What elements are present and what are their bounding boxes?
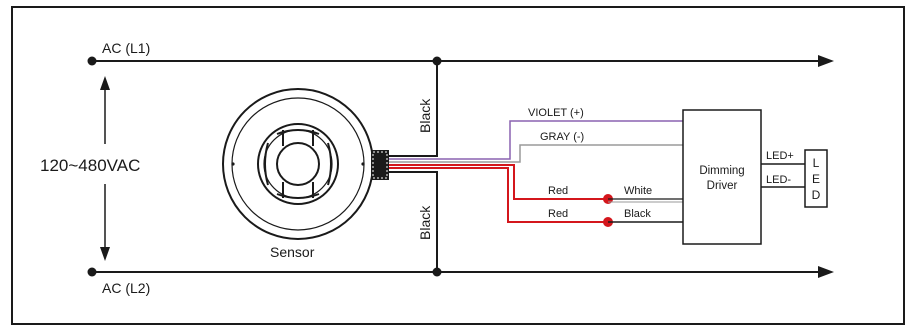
- led-letter-d: D: [812, 188, 821, 202]
- red-2-label: Red: [548, 208, 568, 220]
- gray-wire: [389, 144, 683, 163]
- violet-wire: [389, 120, 683, 160]
- red-wire-1: [389, 164, 613, 204]
- driver-label-line1: Dimming: [699, 165, 744, 177]
- black-right-label: Black: [624, 208, 651, 220]
- ac-l1-line: [87, 55, 834, 67]
- black-bottom-label: Black: [417, 205, 433, 240]
- voltage-arrow: [100, 76, 110, 261]
- black-wire-bottom: [389, 171, 442, 277]
- black-wire-top: [389, 56, 442, 157]
- dimming-driver-box: [682, 109, 762, 245]
- ac-l2-line: [87, 266, 834, 278]
- driver-label-line2: Driver: [707, 180, 738, 192]
- white-label: White: [624, 185, 652, 197]
- led-box: [804, 149, 828, 208]
- occupancy-sensor-icon: [222, 88, 389, 240]
- white-wire: [608, 198, 683, 203]
- black-top-label: Black: [417, 98, 433, 133]
- ac-l1-label: AC (L1): [102, 40, 150, 56]
- sensor-label: Sensor: [270, 244, 315, 260]
- ac-l2-label: AC (L2): [102, 280, 150, 296]
- led-minus-label: LED-: [766, 174, 791, 186]
- led-letter-l: L: [813, 156, 820, 170]
- diagram-frame: [11, 6, 905, 325]
- gray-label: GRAY (-): [540, 131, 584, 143]
- red-1-label: Red: [548, 185, 568, 197]
- voltage-label: 120~480VAC: [40, 156, 140, 175]
- led-letter-e: E: [812, 172, 820, 186]
- led-plus-label: LED+: [766, 150, 794, 162]
- violet-label: VIOLET (+): [528, 107, 584, 119]
